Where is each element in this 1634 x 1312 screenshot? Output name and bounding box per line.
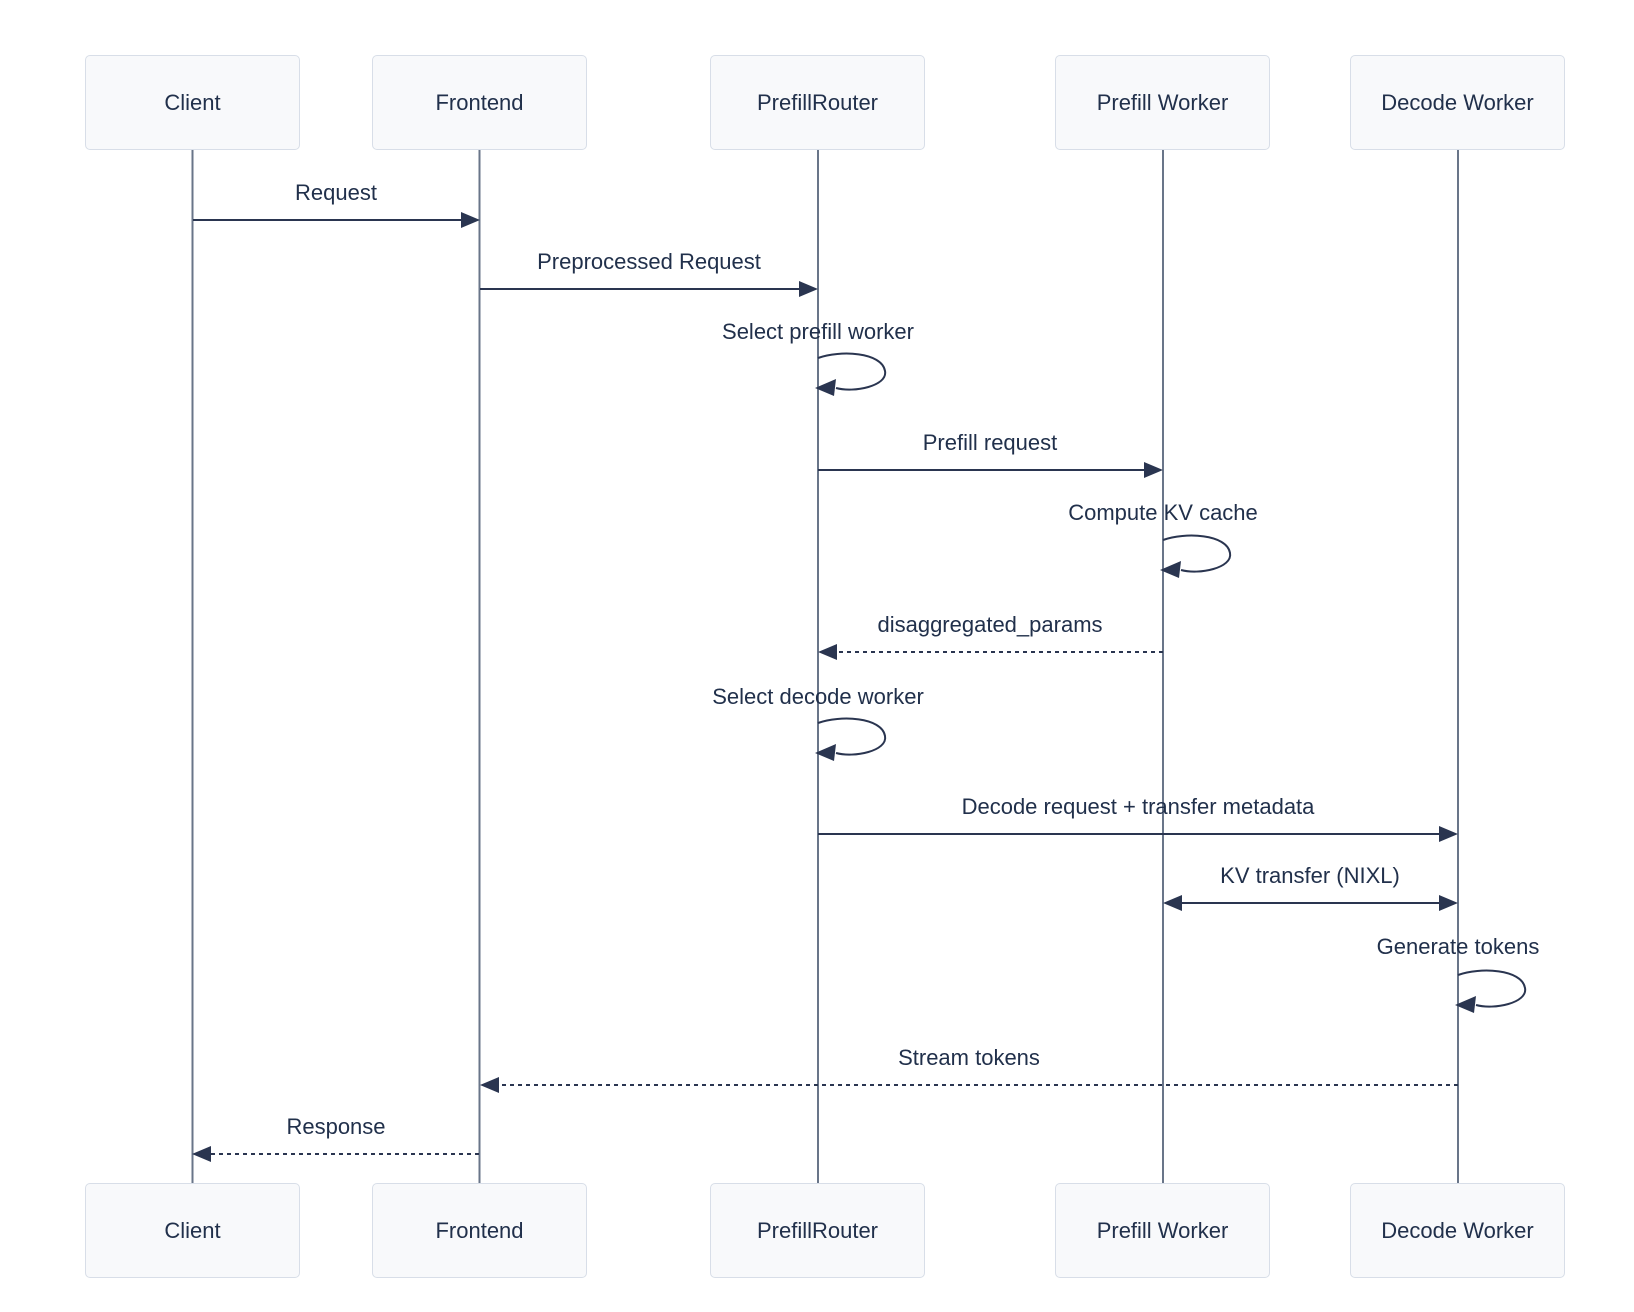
actor-bottom-prefill-worker: Prefill Worker: [1055, 1183, 1270, 1278]
actor-label: Client: [164, 89, 221, 115]
actor-label: Frontend: [435, 1217, 524, 1243]
actor-bottom-frontend: Frontend: [372, 1183, 587, 1278]
message-label-response: Response: [286, 1114, 386, 1139]
actor-top-decode-worker: Decode Worker: [1350, 55, 1565, 150]
arrow-decode-request: [818, 826, 1458, 842]
actor-top-frontend: Frontend: [372, 55, 587, 150]
actor-bottom-client: Client: [85, 1183, 300, 1278]
arrow-request: [193, 212, 480, 228]
arrow-preprocessed-request: [480, 281, 818, 297]
message-label-request: Request: [295, 180, 377, 205]
actor-label: Frontend: [435, 89, 524, 115]
message-label-preprocessed-request: Preprocessed Request: [537, 249, 761, 274]
arrow-stream-tokens: [480, 1077, 1458, 1093]
actor-label: Prefill Worker: [1096, 1217, 1229, 1243]
arrow-prefill-request: [818, 462, 1163, 478]
arrow-kv-transfer: [1163, 895, 1458, 911]
message-label-select-prefill-worker: Select prefill worker: [722, 319, 914, 344]
message-label-generate-tokens: Generate tokens: [1376, 934, 1540, 959]
actor-label: PrefillRouter: [756, 1217, 879, 1243]
arrow-disaggregated-params: [818, 644, 1163, 660]
message-label-compute-kv-cache: Compute KV cache: [1068, 500, 1258, 525]
actor-label: PrefillRouter: [756, 89, 879, 115]
actor-label: Prefill Worker: [1096, 89, 1229, 115]
self-loop-compute-kv-cache: [1160, 534, 1232, 578]
actor-top-prefill-router: PrefillRouter: [710, 55, 925, 150]
actor-label: Client: [164, 1217, 221, 1243]
message-label-prefill-request: Prefill request: [922, 430, 1058, 455]
message-label-select-decode-worker: Select decode worker: [712, 684, 924, 709]
self-loop-select-prefill-worker: [815, 352, 887, 396]
actor-bottom-prefill-router: PrefillRouter: [710, 1183, 925, 1278]
actor-label: Decode Worker: [1381, 1217, 1534, 1243]
message-label-stream-tokens: Stream tokens: [898, 1045, 1040, 1070]
actor-bottom-decode-worker: Decode Worker: [1350, 1183, 1565, 1278]
self-loop-select-decode-worker: [815, 717, 887, 761]
actor-top-client: Client: [85, 55, 300, 150]
message-label-kv-transfer: KV transfer (NIXL): [1220, 863, 1400, 888]
actor-label: Decode Worker: [1381, 89, 1534, 115]
self-loop-generate-tokens: [1455, 969, 1527, 1013]
message-label-disaggregated-params: disaggregated_params: [877, 612, 1103, 637]
actor-top-prefill-worker: Prefill Worker: [1055, 55, 1270, 150]
message-label-decode-request: Decode request + transfer metadata: [961, 794, 1315, 819]
arrow-response: [192, 1146, 479, 1162]
